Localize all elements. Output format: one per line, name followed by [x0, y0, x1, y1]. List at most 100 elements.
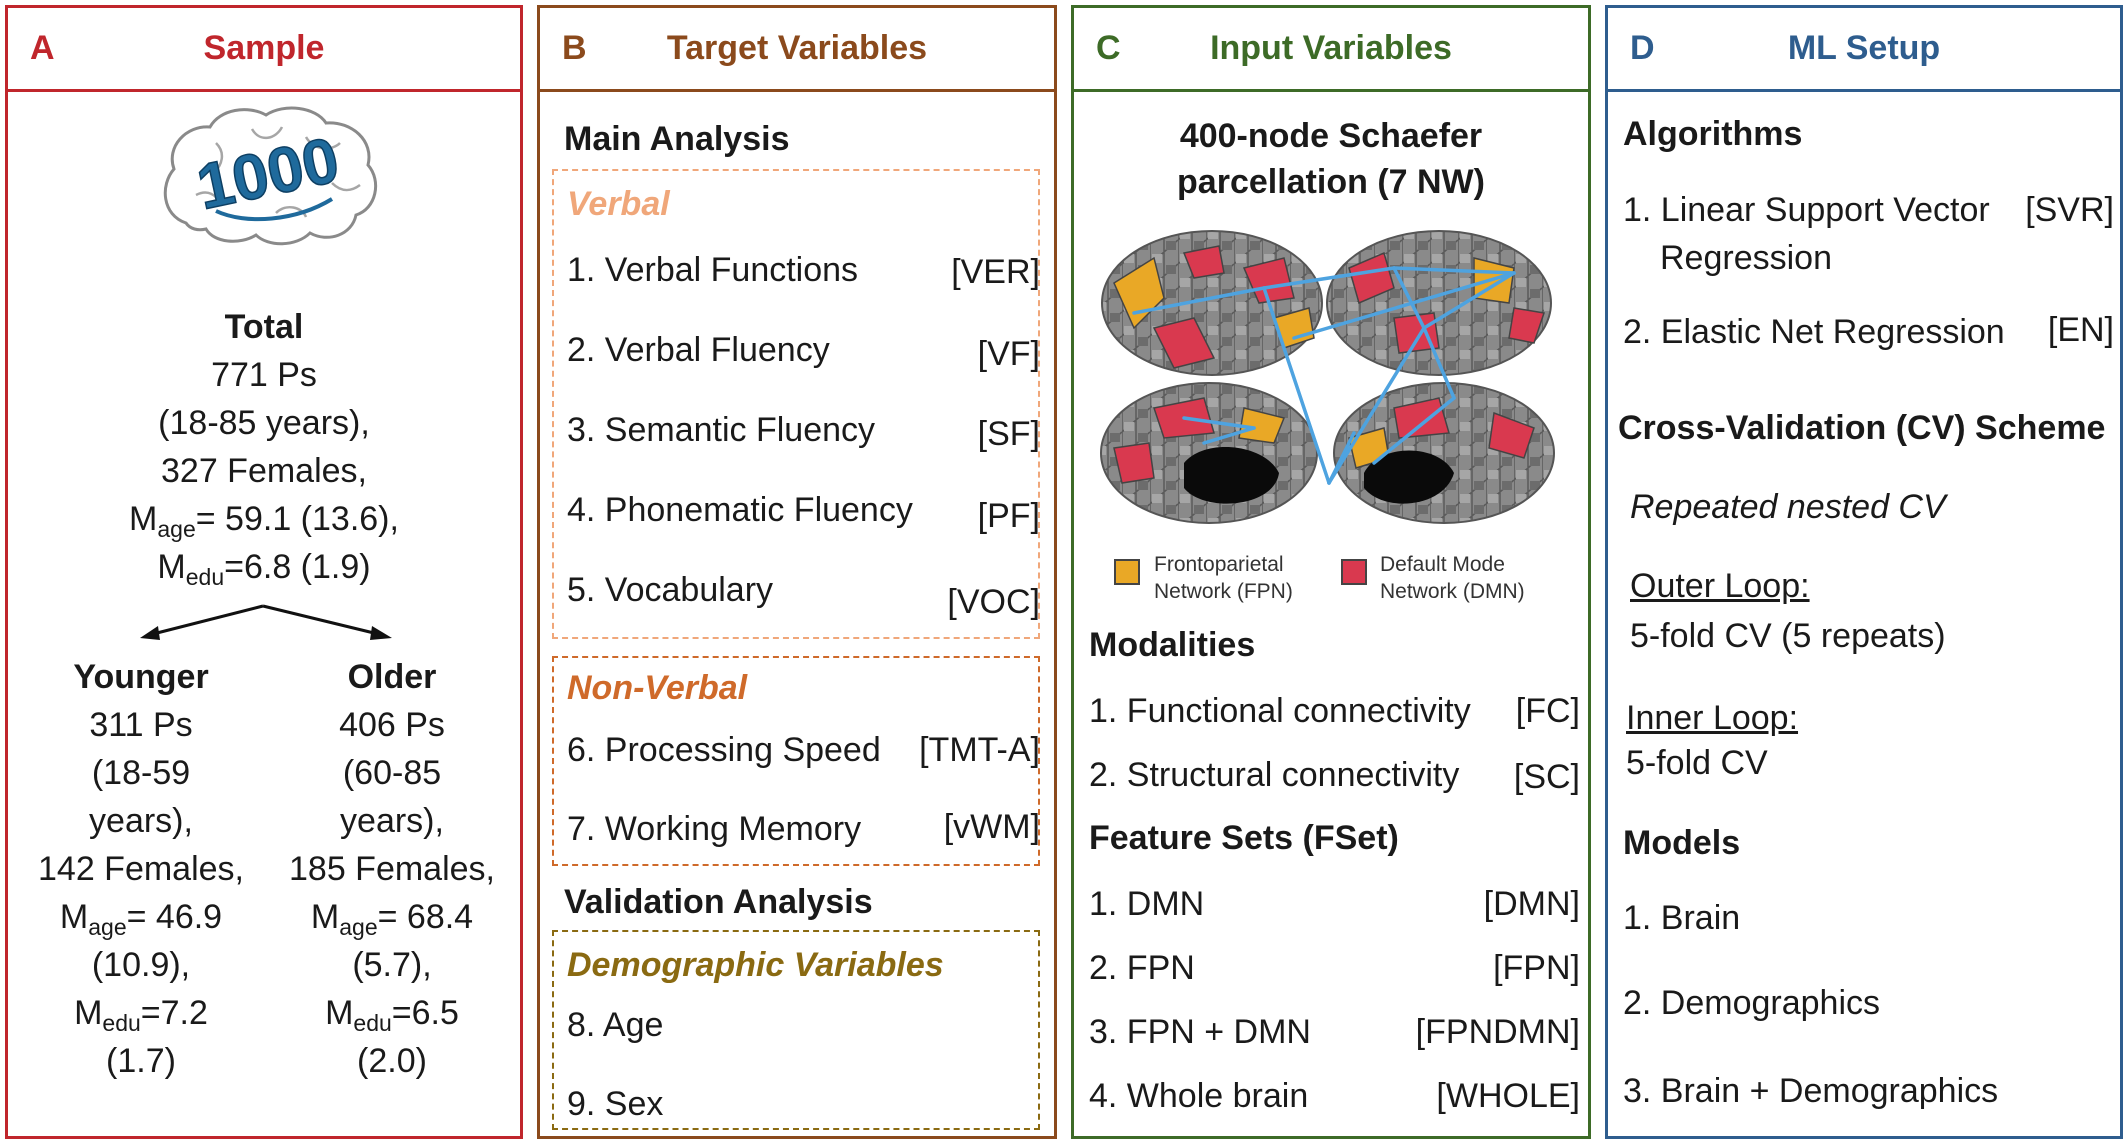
- algorithm-item-cont: Regression: [1660, 239, 1832, 277]
- modality-item: 2. Structural connectivity: [1089, 756, 1460, 794]
- panel-title: Target Variables: [666, 29, 928, 67]
- verbal-item-tag: [VOC]: [947, 583, 1040, 621]
- older-mean-age: Mage= 68.4: [310, 898, 474, 940]
- algorithm-item: 2. Elastic Net Regression: [1623, 313, 2005, 351]
- feature-set-item-tag: [FPN]: [1493, 949, 1580, 987]
- algorithm-item: 1. Linear Support Vector: [1623, 191, 1990, 229]
- parcellation-title: 400-node Schaefer parcellation (7 NW): [1177, 117, 1485, 201]
- cv-heading: Cross-Validation (CV) Scheme: [1618, 409, 2106, 447]
- feature-set-item-tag: [DMN]: [1483, 885, 1580, 923]
- older-females: 185 Females,: [289, 850, 495, 888]
- logo-number: 1000: [191, 123, 345, 223]
- feature-set-item: 1. DMN: [1089, 885, 1205, 923]
- verbal-item-tag: [PF]: [977, 497, 1040, 535]
- feature-sets-heading: Feature Sets (FSet): [1089, 819, 1399, 857]
- feature-set-item: 4. Whole brain: [1089, 1077, 1309, 1115]
- older-age-range-2: years),: [340, 802, 444, 840]
- feature-set-item: 3. FPN + DMN: [1089, 1013, 1311, 1051]
- older-group: Older 406 Ps (60-85 years), 185 Females,…: [272, 653, 512, 1085]
- fpn-legend-label: Frontoparietal Network (FPN): [1154, 553, 1293, 603]
- younger-label: Younger: [73, 658, 209, 696]
- nonverbal-item: 7. Working Memory: [567, 810, 862, 848]
- panel-letter: A: [30, 29, 55, 67]
- outer-loop-label: Outer Loop:: [1630, 567, 1810, 605]
- older-age-range: (60-85: [342, 754, 442, 792]
- panel-title: Input Variables: [1210, 29, 1452, 67]
- total-group: Total 771 Ps (18-85 years), 327 Females,…: [8, 303, 520, 591]
- validation-heading: Validation Analysis: [564, 883, 873, 921]
- nonverbal-item: 6. Processing Speed: [567, 731, 881, 769]
- dmn-legend-swatch: [1341, 559, 1367, 585]
- demographic-item: 8. Age: [567, 1006, 664, 1044]
- feature-set-item-tag: [FPNDMN]: [1415, 1013, 1580, 1051]
- total-mean-age: Mage= 59.1 (13.6),: [129, 500, 399, 542]
- repeated-nested-cv: Repeated nested CV: [1630, 488, 1946, 526]
- younger-females: 142 Females,: [38, 850, 244, 888]
- dmn-legend-label: Default Mode Network (DMN): [1380, 553, 1525, 603]
- split-arrows: [140, 604, 392, 640]
- modality-item-tag: [FC]: [1515, 692, 1580, 730]
- nonverbal-item-tag: [TMT-A]: [919, 731, 1040, 769]
- verbal-item-tag: [VER]: [951, 253, 1040, 291]
- younger-mean-edu: Medu=7.2: [74, 994, 208, 1036]
- younger-group: Younger 311 Ps (18-59 years), 142 Female…: [16, 653, 266, 1085]
- panel-c-header: C Input Variables: [1074, 8, 1588, 92]
- feature-set-item-tag: [WHOLE]: [1436, 1077, 1580, 1115]
- total-age-range: (18-85 years),: [158, 404, 370, 442]
- nonverbal-item-tag: [vWM]: [943, 808, 1040, 846]
- older-label: Older: [347, 658, 437, 696]
- panel-letter: C: [1096, 29, 1121, 67]
- panel-title: ML Setup: [1787, 29, 1941, 67]
- verbal-box: [552, 169, 1040, 639]
- outer-loop-desc: 5-fold CV (5 repeats): [1630, 617, 1946, 655]
- verbal-item: 1. Verbal Functions: [567, 251, 859, 289]
- model-item: 1. Brain: [1623, 899, 1741, 937]
- demographic-box: [552, 930, 1040, 1130]
- panel-ml-setup: D ML Setup Algorithms 1. Linear Support …: [1605, 5, 2123, 1139]
- younger-age-range-2: years),: [89, 802, 193, 840]
- verbal-item: 5. Vocabulary: [567, 571, 774, 609]
- total-label: Total: [224, 308, 304, 346]
- fpn-legend-swatch: [1114, 559, 1140, 585]
- older-participants: 406 Ps: [339, 706, 445, 744]
- model-item: 2. Demographics: [1623, 984, 1881, 1022]
- panel-a-header: A Sample: [8, 8, 520, 92]
- verbal-item: 3. Semantic Fluency: [567, 411, 876, 449]
- feature-set-item: 2. FPN: [1089, 949, 1195, 987]
- panel-b-header: B Target Variables: [540, 8, 1054, 92]
- panel-sample: A Sample 1000 Total 771 Ps (18-85 years)…: [5, 5, 523, 1139]
- younger-mean-age: Mage= 46.9: [59, 898, 223, 940]
- algorithm-item-tag: [EN]: [2047, 311, 2114, 349]
- verbal-heading: Verbal: [567, 185, 670, 223]
- panel-d-header: D ML Setup: [1608, 8, 2120, 92]
- panel-input-variables: C Input Variables 400-node Schaefer parc…: [1071, 5, 1591, 1139]
- total-mean-edu: Medu=6.8 (1.9): [157, 548, 371, 590]
- total-participants: 771 Ps: [211, 356, 317, 394]
- younger-edu-sd: (1.7): [106, 1042, 176, 1080]
- nonverbal-box: [552, 656, 1040, 866]
- panel-title: Sample: [203, 29, 325, 67]
- older-edu-sd: (2.0): [357, 1042, 427, 1080]
- younger-age-range: (18-59: [91, 754, 191, 792]
- older-mean-edu: Medu=6.5: [325, 994, 459, 1036]
- demographic-item: 9. Sex: [567, 1085, 664, 1123]
- panel-letter: D: [1630, 29, 1655, 67]
- older-age-sd: (5.7),: [352, 946, 432, 984]
- inner-loop-desc: 5-fold CV: [1626, 744, 1768, 782]
- algorithms-heading: Algorithms: [1623, 115, 1803, 153]
- younger-participants: 311 Ps: [89, 706, 193, 744]
- model-item: 3. Brain + Demographics: [1623, 1072, 1999, 1110]
- nonverbal-heading: Non-Verbal: [567, 669, 748, 707]
- modalities-heading: Modalities: [1089, 626, 1256, 664]
- models-heading: Models: [1623, 824, 1741, 862]
- verbal-item: 4. Phonematic Fluency: [567, 491, 913, 529]
- verbal-item-tag: [SF]: [977, 415, 1040, 453]
- brain-parcellation-icon: [1100, 230, 1555, 524]
- younger-age-sd: (10.9),: [91, 946, 191, 984]
- demographic-heading: Demographic Variables: [567, 946, 944, 984]
- brain-logo-icon: 1000: [163, 106, 378, 246]
- total-females: 327 Females,: [161, 452, 367, 490]
- verbal-item-tag: [VF]: [977, 335, 1040, 373]
- panel-target-variables: B Target Variables Main Analysis Verbal …: [537, 5, 1057, 1139]
- main-analysis-heading: Main Analysis: [564, 120, 790, 158]
